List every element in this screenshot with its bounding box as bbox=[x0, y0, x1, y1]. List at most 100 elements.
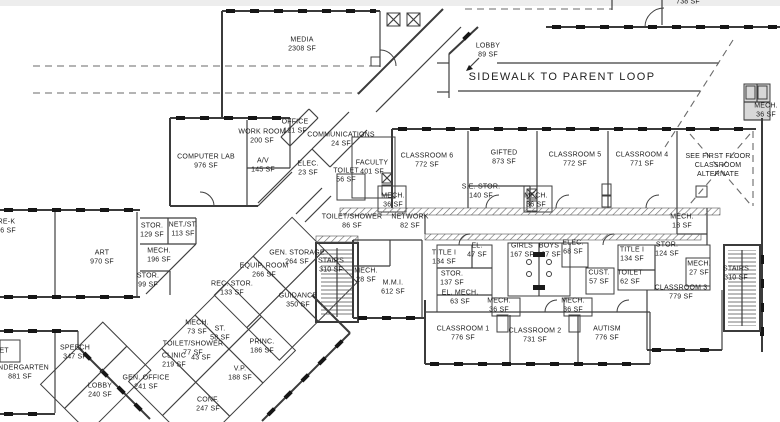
room-sf: 976 SF bbox=[194, 162, 218, 169]
room-sf: 266 SF bbox=[252, 271, 276, 278]
room-label-43-sf: 43 SF bbox=[191, 355, 211, 364]
room-name: STOR. bbox=[655, 241, 679, 249]
room-sf: 264 SF bbox=[285, 258, 309, 265]
computer-lab-walls bbox=[169, 108, 319, 207]
sidewalk-text: SIDEWALK TO PARENT LOOP bbox=[468, 71, 656, 83]
room-label-pre-k: PRE-K916 SF bbox=[0, 218, 16, 236]
room-name: MEDIA bbox=[290, 36, 314, 44]
room-name: MECH. bbox=[147, 247, 171, 255]
room-sf: 310 SF bbox=[724, 274, 748, 281]
room-sf: 776 SF bbox=[595, 334, 619, 341]
room-sf: 219 SF bbox=[162, 361, 186, 368]
room-name: CUST. bbox=[588, 269, 610, 277]
room-sf: 56 SF bbox=[336, 176, 356, 183]
room-sf: 82 SF bbox=[400, 222, 420, 229]
room-name: ART bbox=[94, 249, 110, 257]
room-sf: 772 SF bbox=[563, 160, 587, 167]
room-sf: 36 SF bbox=[526, 201, 546, 208]
room-sf: 350 SF bbox=[286, 301, 310, 308]
room-label-stor-4: STOR.124 SF bbox=[655, 241, 679, 259]
room-sf: 57 SF bbox=[589, 278, 609, 285]
room-sf: 196 SF bbox=[147, 256, 171, 263]
room-name: REC. STOR. bbox=[211, 280, 253, 288]
room-label-net-st: NET./ST.113 SF bbox=[169, 221, 198, 239]
room-sf: 63 SF bbox=[450, 298, 470, 305]
room-label-mech-9: MECH.27 SF bbox=[687, 260, 711, 278]
room-name: CONF. bbox=[197, 396, 219, 404]
room-label-mech-8: MECH.36 SF bbox=[561, 297, 585, 315]
room-sf: 401 SF bbox=[360, 168, 384, 175]
room-sf: 77 SF bbox=[183, 349, 203, 356]
room-name: CLASSROOM 2 bbox=[508, 327, 562, 335]
room-label-mech-6: MECH.28 SF bbox=[354, 267, 378, 285]
room-name: TOILET bbox=[617, 269, 643, 277]
room-name: STAIRS bbox=[723, 265, 749, 273]
room-sf: 36 SF bbox=[563, 306, 583, 313]
room-sf: 36 SF bbox=[489, 306, 509, 313]
room-name: NET./ST. bbox=[168, 221, 198, 229]
room-sf: 133 SF bbox=[220, 289, 244, 296]
room-label-v-p: V.P.188 SF bbox=[228, 365, 252, 383]
room-name: WORK ROOM bbox=[238, 128, 286, 136]
room-name: EL. bbox=[471, 242, 483, 250]
room-sf: 27 SF bbox=[689, 269, 709, 276]
room-name: MECH. bbox=[354, 267, 378, 275]
room-sf: 612 SF bbox=[381, 288, 405, 295]
room-name: M.M.I. bbox=[382, 279, 404, 287]
room-sf: 167 SF bbox=[510, 251, 534, 258]
room-label-el-mech: EL. MECH.63 SF bbox=[442, 289, 479, 307]
room-name: CLASSROOM 6 bbox=[400, 152, 454, 160]
room-sf: 779 SF bbox=[669, 293, 693, 300]
room-name: CLASSROOM 1 bbox=[436, 325, 490, 333]
room-name: MECH. bbox=[381, 192, 405, 200]
room-name: GIRLS bbox=[510, 242, 533, 250]
room-sf: 121 SF bbox=[283, 127, 307, 134]
room-label-stor: STOR.129 SF bbox=[140, 222, 164, 240]
room-sf: 134 SF bbox=[620, 255, 644, 262]
room-label-see-first-floor-classroom-alternate: SEE FIRST FLOOR CLASSROOM ALTERNATE bbox=[684, 153, 752, 179]
room-name: SEE FIRST FLOOR CLASSROOM ALTERNATE bbox=[685, 152, 751, 178]
room-sf: 99 SF bbox=[138, 281, 158, 288]
room-sf: 916 SF bbox=[0, 227, 16, 234]
room-name: STOR. bbox=[136, 272, 160, 280]
room-sf: 241 SF bbox=[134, 383, 158, 390]
room-sf: 86 SF bbox=[342, 222, 362, 229]
room-label-elec: ELEC.23 SF bbox=[297, 160, 318, 178]
room-sf: 23 SF bbox=[298, 169, 318, 176]
kindergarten-walls bbox=[0, 329, 151, 420]
stairs-left bbox=[315, 235, 359, 323]
room-label-elec-2: ELEC.68 SF bbox=[562, 239, 583, 257]
room-name: FACULTY bbox=[355, 159, 389, 167]
classroom-row-walls bbox=[339, 127, 756, 245]
room-name: EL. MECH. bbox=[441, 289, 479, 297]
room-sf: 970 SF bbox=[90, 258, 114, 265]
room-name: MECH. bbox=[754, 102, 778, 110]
room-sf: 137 SF bbox=[440, 279, 464, 286]
room-name: KINDERGARTEN bbox=[0, 364, 49, 372]
room-label-s-e-stor: S.E. STOR.140 SF bbox=[462, 183, 500, 201]
room-label-st: ST.58 SF bbox=[210, 325, 230, 343]
room-name: GEN. OFFICE bbox=[122, 374, 170, 382]
room-sf: 124 SF bbox=[655, 250, 679, 257]
room-name: LOBBY bbox=[87, 382, 113, 390]
room-name: GIFTED bbox=[490, 149, 518, 157]
room-sf: 247 SF bbox=[196, 405, 220, 412]
room-label-mech-2: MECH.36 SF bbox=[381, 192, 405, 210]
